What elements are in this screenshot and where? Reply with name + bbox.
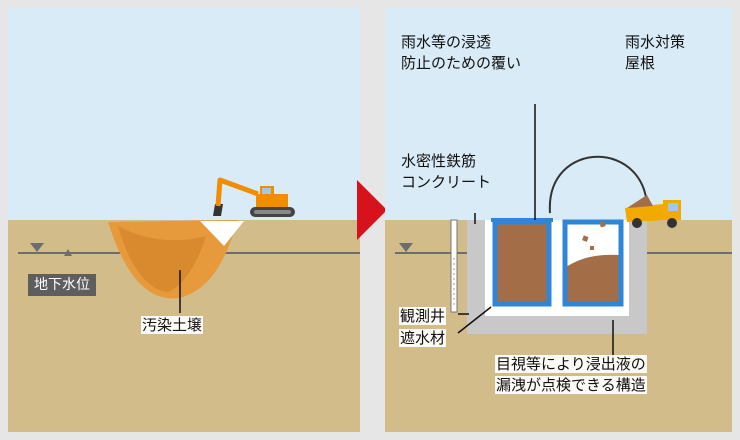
- left-scene: [8, 8, 360, 432]
- left-panel-excavation: 地下水位 汚染土壌: [8, 8, 360, 432]
- contaminated-soil-label: 汚染土壌: [141, 316, 204, 334]
- barrier-label: 遮水材: [399, 329, 447, 347]
- concrete-label: 水密性鉄筋 コンクリート: [401, 152, 492, 191]
- groundwater-marker-icon: [30, 243, 44, 252]
- rain-cover: [491, 218, 553, 222]
- observation-well: [450, 219, 458, 313]
- right-scene: [385, 8, 732, 432]
- barrier-leader: [457, 306, 492, 334]
- roof-label: 雨水対策 屋根: [625, 33, 686, 72]
- groundwater-marker-icon: [399, 243, 413, 252]
- sky: [385, 8, 732, 220]
- left-cell-soil: [492, 219, 552, 307]
- excavated-hole: [200, 221, 244, 246]
- transition-arrow-icon: [357, 180, 387, 240]
- excavator-icon: [213, 177, 295, 217]
- groundwater-pointer-icon: [64, 249, 72, 256]
- right-panel-containment: 雨水等の浸透 防止のための覆い 雨水対策 屋根 水密性鉄筋 コンクリート 観測井…: [385, 8, 732, 432]
- observation-well-label: 観測井: [399, 307, 447, 325]
- inspection-structure-label: 目視等により浸出液の 漏洩が点検できる構造: [495, 355, 647, 394]
- cover-label: 雨水等の浸透 防止のための覆い: [401, 33, 522, 72]
- groundwater-label: 地下水位: [28, 274, 96, 296]
- sky: [8, 8, 360, 220]
- soil-shading: [118, 226, 206, 292]
- dump-truck-icon: [625, 195, 681, 228]
- rain-roof-arch: [548, 155, 649, 214]
- right-cell-soil: [567, 254, 619, 302]
